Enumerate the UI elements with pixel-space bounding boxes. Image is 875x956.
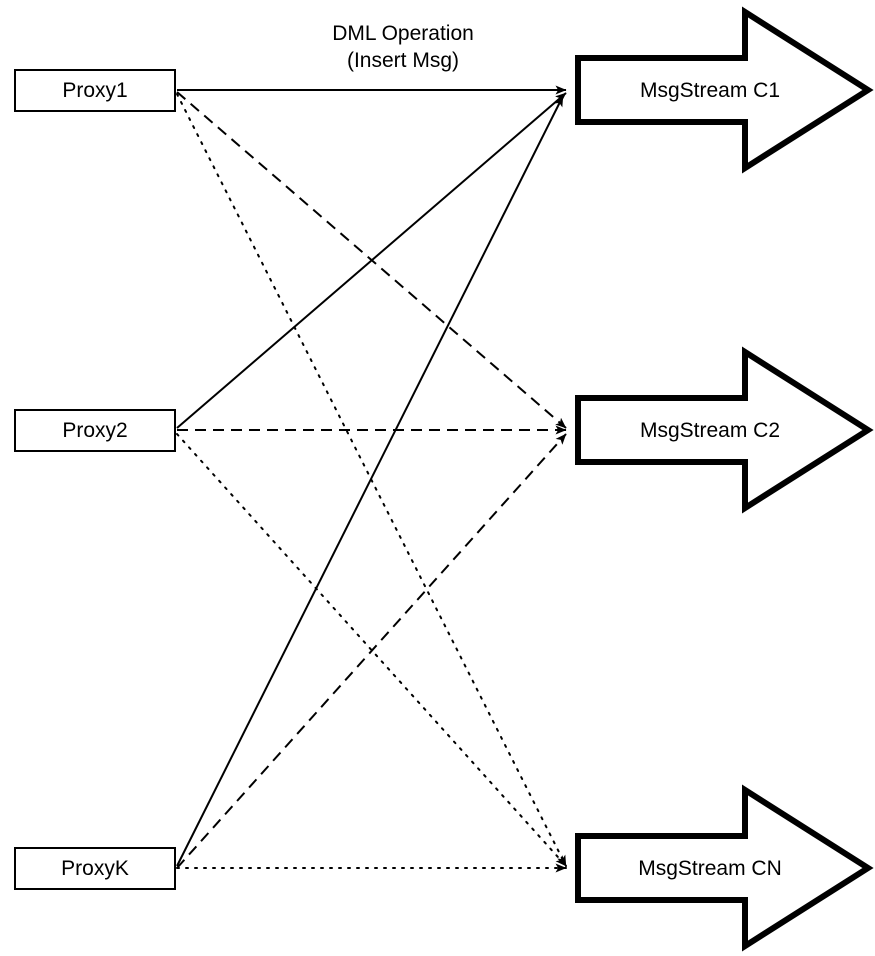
msgstream-c2-label: MsgStream C2 — [640, 419, 780, 442]
edge-proxy2-to-c1 — [176, 92, 567, 429]
proxy1-label: Proxy1 — [62, 79, 127, 102]
proxyk-label: ProxyK — [61, 857, 129, 880]
edge-proxyk-to-c1 — [176, 95, 564, 867]
proxyk-box[interactable] — [14, 847, 176, 890]
msgstream-cn-arrow-shape[interactable] — [575, 784, 874, 952]
edge-group-proxyk — [176, 95, 567, 873]
proxy-node-proxy2[interactable]: Proxy2 — [14, 409, 176, 452]
stream-node-c2[interactable]: MsgStream C2 — [575, 346, 874, 514]
edge-proxyk-to-c2 — [176, 433, 567, 869]
proxy2-box[interactable] — [14, 409, 176, 452]
stream-node-cn[interactable]: MsgStream CN — [575, 784, 874, 952]
msgstream-cn-label: MsgStream CN — [638, 857, 782, 880]
stream-node-c1[interactable]: MsgStream C1 — [575, 6, 874, 174]
msgstream-c1-arrow-shape[interactable] — [575, 6, 874, 174]
edge-annotation-dml-operation: DML Operation (Insert Msg) — [332, 22, 474, 72]
annotation-line-1: DML Operation — [332, 22, 474, 45]
proxy1-box[interactable] — [14, 69, 176, 112]
annotation-line-2: (Insert Msg) — [347, 49, 459, 72]
msgstream-c1-label: MsgStream C1 — [640, 79, 780, 102]
proxy-node-proxy1[interactable]: Proxy1 — [14, 69, 176, 112]
proxy2-label: Proxy2 — [62, 419, 127, 442]
msgstream-c2-arrow-shape[interactable] — [575, 346, 874, 514]
proxy-node-proxyk[interactable]: ProxyK — [14, 847, 176, 890]
